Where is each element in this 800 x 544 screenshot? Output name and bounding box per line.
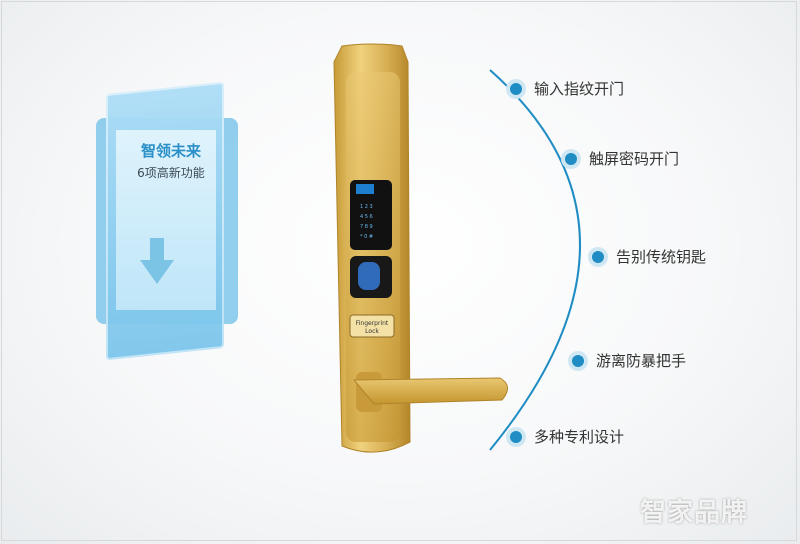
feature-item: 多种专利设计: [510, 426, 624, 447]
smart-lock-image: 1 2 3 4 5 6 7 8 9 * 0 # Fingerprint Lock: [333, 43, 508, 453]
feature-card: 智领未来 6项高新功能: [96, 81, 246, 361]
lock-plate-line2: Lock: [365, 328, 379, 335]
feature-label: 触屏密码开门: [589, 150, 680, 168]
down-arrow-icon: [140, 238, 174, 284]
bullet-dot-icon: [510, 430, 522, 443]
feature-item: 触屏密码开门: [565, 148, 679, 169]
card-inner-panel: [116, 130, 216, 310]
feature-item: 游离防暴把手: [572, 350, 686, 371]
svg-text:* 0 #: * 0 #: [360, 234, 373, 240]
feature-item: 输入指纹开门: [510, 78, 624, 99]
bullet-dot-icon: [572, 354, 584, 367]
watermark: 智家品牌: [640, 498, 749, 528]
bullet-dot-icon: [510, 82, 522, 95]
lock-plate-line1: Fingerprint: [356, 320, 389, 327]
feature-label: 多种专利设计: [534, 428, 625, 446]
card-subtitle: 6项高新功能: [137, 166, 205, 180]
card-title: 智领未来: [140, 142, 201, 160]
feature-arc: [489, 69, 581, 451]
feature-label: 游离防暴把手: [596, 352, 687, 370]
bullet-dot-icon: [592, 250, 604, 263]
feature-label: 输入指纹开门: [534, 80, 625, 98]
svg-text:1 2 3: 1 2 3: [360, 204, 373, 210]
svg-text:4 5 6: 4 5 6: [360, 214, 373, 220]
feature-item: 告别传统钥匙: [592, 246, 706, 267]
feature-label: 告别传统钥匙: [616, 248, 707, 266]
bullet-dot-icon: [565, 152, 577, 165]
svg-text:7 8 9: 7 8 9: [360, 224, 373, 230]
